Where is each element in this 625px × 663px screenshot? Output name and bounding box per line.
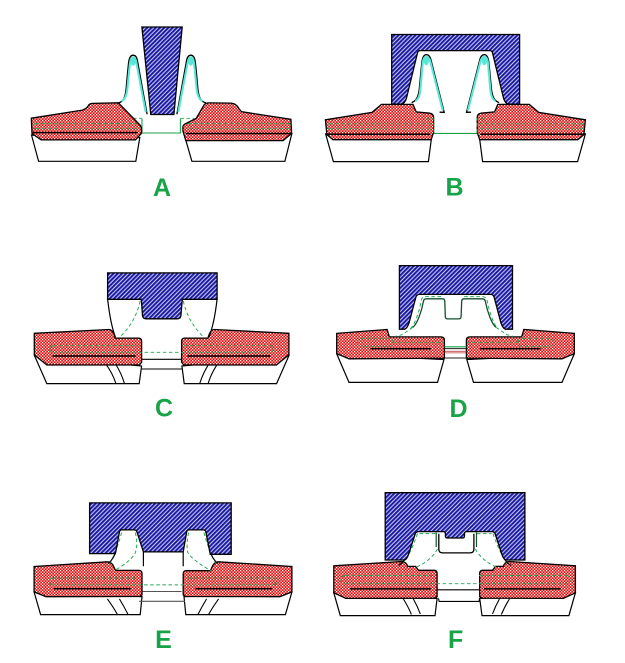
svg-text:E: E <box>155 626 172 654</box>
svg-text:C: C <box>155 395 173 423</box>
svg-text:B: B <box>445 174 463 202</box>
svg-text:D: D <box>449 395 467 423</box>
svg-text:F: F <box>448 626 463 654</box>
svg-text:A: A <box>153 174 171 202</box>
